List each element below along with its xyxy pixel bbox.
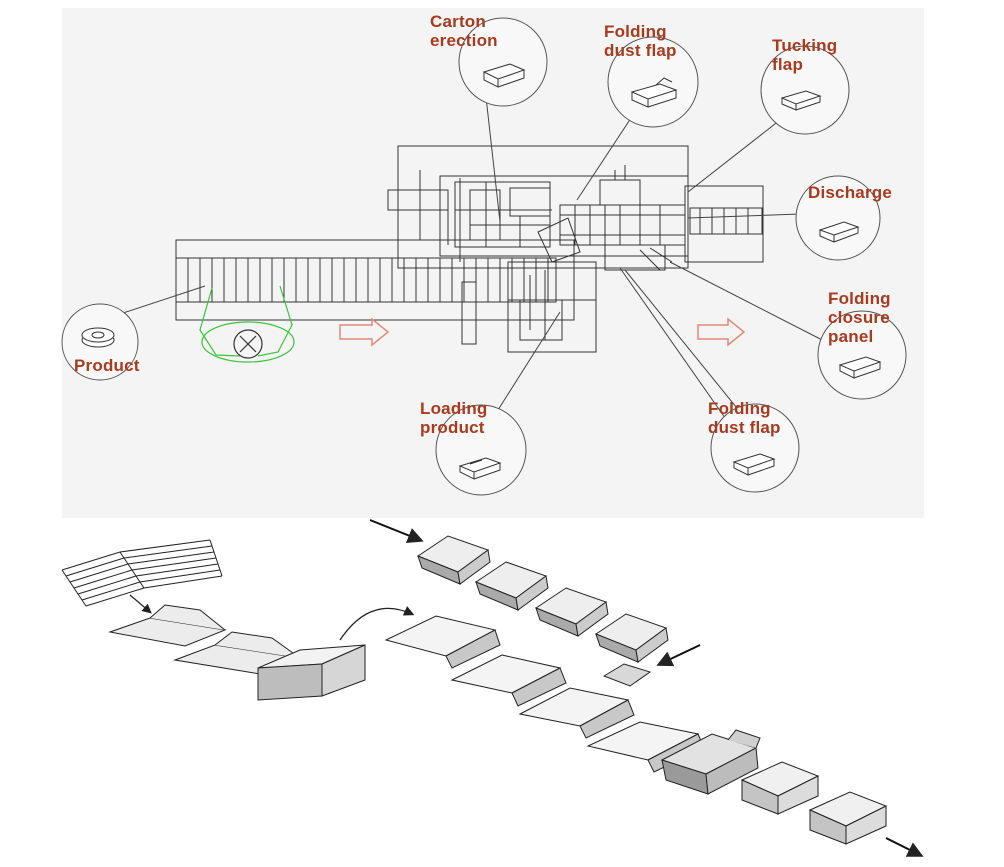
callout-tucking-flap <box>760 45 850 135</box>
callout-folding-dust-flap-top <box>607 36 699 128</box>
callout-folding-closure-panel <box>817 310 907 400</box>
label-carton-erection: Carton erection <box>430 12 498 50</box>
label-tucking-flap: Tucking flap <box>772 36 838 74</box>
closed-cartons <box>740 761 888 845</box>
label-loading-product: Loading product <box>420 399 488 437</box>
label-folding-dust-flap-bottom: Folding dust flap <box>708 399 781 437</box>
infeed-arrow <box>369 519 424 543</box>
label-folding-dust-flap-top: Folding dust flap <box>604 22 677 60</box>
callout-discharge <box>795 175 881 261</box>
conveyor-slats <box>187 258 549 302</box>
leader-lines <box>107 87 833 426</box>
push-arrow <box>656 644 701 667</box>
callout-carton-erection <box>458 17 548 107</box>
discharge-arrow <box>885 837 924 857</box>
closing-carton <box>660 729 761 795</box>
flow-arrow-1 <box>129 594 152 614</box>
transfer-arrow <box>339 606 415 641</box>
flat-blank-stack <box>61 539 223 607</box>
machine-frame <box>175 145 764 353</box>
product-packs <box>416 535 669 663</box>
callout-folding-dust-flap-bottom <box>710 403 800 493</box>
label-discharge: Discharge <box>808 183 893 202</box>
label-folding-closure-panel: Folding closure panel <box>828 289 891 346</box>
label-product: Product <box>74 356 140 375</box>
callout-loading-product <box>435 404 527 496</box>
flow-arrows <box>339 317 746 347</box>
erected-carton <box>257 644 366 701</box>
operator-figure <box>199 285 295 363</box>
callout-icons <box>81 63 882 480</box>
callout-circles <box>61 17 907 496</box>
